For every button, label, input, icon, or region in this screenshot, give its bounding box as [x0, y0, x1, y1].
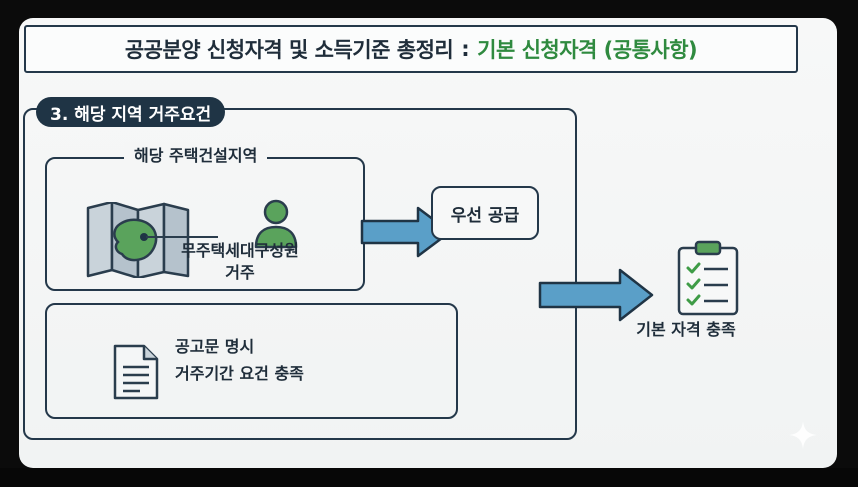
map-connector-line — [146, 236, 218, 238]
bottom-bar — [0, 468, 858, 487]
title-separator: : — [461, 37, 470, 61]
notice-text: 공고문 명시 거주기간 요건 충족 — [175, 333, 304, 387]
notice-line1: 공고문 명시 — [175, 337, 255, 356]
title-accent: 기본 신청자격 (공통사항) — [477, 38, 698, 62]
resident-line2: 거주 — [225, 263, 255, 282]
map-icon — [86, 202, 190, 278]
region-title: 해당 주택건설지역 — [124, 142, 268, 166]
sparkle-icon — [789, 421, 817, 449]
person-icon — [254, 199, 298, 249]
arrow-right-icon — [360, 206, 452, 258]
section-box — [23, 108, 577, 440]
clipboard-checklist-icon — [677, 240, 739, 316]
notice-line2: 거주기간 요건 충족 — [175, 364, 304, 383]
notice-box — [45, 303, 458, 419]
section-label: 3. 해당 지역 거주요건 — [36, 97, 226, 127]
result-label: 기본 자격 충족 — [636, 320, 736, 339]
resident-line1: 무주택세대구성원 — [181, 241, 299, 260]
priority-supply-box: 우선 공급 — [431, 186, 539, 240]
slide-title: 공공분양 신청자격 및 소득기준 총정리 : 기본 신청자격 (공통사항) — [24, 25, 798, 73]
resident-text: 무주택세대구성원 거주 — [180, 240, 300, 284]
title-main: 공공분양 신청자격 및 소득기준 총정리 — [124, 38, 454, 62]
arrow-right-icon-large — [538, 268, 654, 322]
document-icon — [113, 344, 159, 400]
